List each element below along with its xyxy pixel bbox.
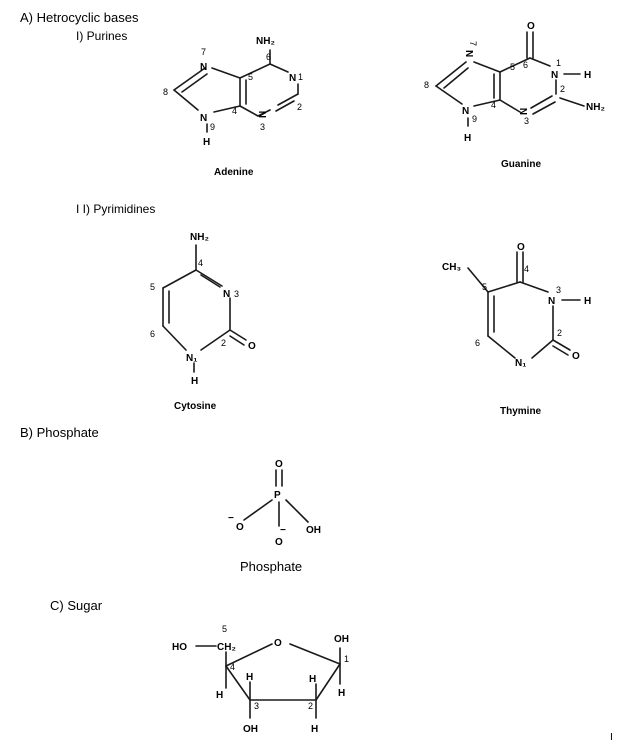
thymine-label-4: 4 (524, 264, 529, 274)
thymine-caption: Thymine (500, 406, 542, 417)
phosphate-oh: OH (306, 525, 321, 536)
guanine-label-9: 9 (472, 114, 477, 124)
phosphate-structure: O P − O − O OH Phosphate (228, 459, 321, 574)
sugar-bonds (195, 643, 341, 719)
cytosine-n3: N (223, 289, 230, 300)
adenine-n1: N (289, 73, 296, 84)
section-sugar: C) Sugar (50, 598, 103, 613)
sugar-h-c1: H (338, 688, 345, 699)
thymine-n1: N₁ (515, 358, 526, 369)
adenine-label-7: 7 (201, 47, 206, 57)
thymine-n3: N (548, 296, 555, 307)
adenine-h9: H (203, 137, 210, 148)
phosphate-caption: Phosphate (240, 559, 302, 574)
thymine-bonds (467, 251, 581, 359)
guanine-label-1: 1 (556, 58, 561, 68)
adenine-structure: NH₂ 6 5 N 1 2 N 3 4 7 N 8 N 9 H Adenine (163, 36, 303, 178)
thymine-h3: H (584, 296, 591, 307)
sugar-ho: HO (172, 642, 187, 653)
phosphate-minus-bottom: − (280, 525, 286, 536)
adenine-n3: N (258, 111, 269, 118)
cytosine-label-6: 6 (150, 329, 155, 339)
sugar-h-c2-bottom: H (311, 724, 318, 735)
sugar-oh-c3: OH (243, 724, 258, 735)
adenine-n9: N (200, 113, 207, 124)
cytosine-bonds (162, 244, 247, 373)
phosphate-bonds (243, 469, 309, 527)
section-phosphate: B) Phosphate (20, 425, 99, 440)
guanine-label-5: 5 (510, 62, 515, 72)
sugar-label-1: 1 (344, 654, 349, 664)
phosphate-o-bottom: O (275, 537, 283, 548)
cytosine-label-2: 2 (221, 338, 226, 348)
adenine-label-4: 4 (232, 106, 237, 116)
cytosine-caption: Cytosine (174, 401, 217, 412)
sugar-ch2: CH₂ (217, 642, 236, 653)
guanine-o6: O (527, 21, 535, 32)
guanine-bonds (435, 31, 585, 127)
guanine-label-3: 3 (524, 116, 529, 126)
adenine-label-2: 2 (297, 102, 302, 112)
phosphate-minus-left: − (228, 513, 234, 524)
adenine-label-1: 1 (298, 72, 303, 82)
sugar-label-3: 3 (254, 701, 259, 711)
adenine-caption: Adenine (214, 167, 254, 178)
subsection-purines: I) Purines (76, 29, 127, 43)
guanine-label-7: 7 (468, 41, 478, 46)
guanine-n9: N (462, 106, 469, 117)
guanine-nh2: NH₂ (586, 102, 605, 113)
cytosine-h1: H (191, 376, 198, 387)
sugar-label-5: 5 (222, 624, 227, 634)
adenine-label-5: 5 (248, 72, 253, 82)
guanine-label-4: 4 (491, 100, 496, 110)
sugar-label-2: 2 (308, 701, 313, 711)
adenine-label-3: 3 (260, 122, 265, 132)
guanine-label-6: 6 (523, 60, 528, 70)
sugar-h-c4: H (216, 690, 223, 701)
thymine-label-2: 2 (557, 328, 562, 338)
cytosine-label-4: 4 (198, 258, 203, 268)
adenine-label-8: 8 (163, 87, 168, 97)
cytosine-o2: O (248, 341, 256, 352)
adenine-bonds (173, 49, 299, 133)
subsection-pyrimidines: I I) Pyrimidines (76, 202, 155, 216)
sugar-label-4: 4 (230, 662, 235, 672)
sugar-structure: 5 HO CH₂ O OH 1 4 H H H H 3 2 OH H (172, 624, 349, 735)
sugar-ring-o: O (274, 638, 282, 649)
adenine-nh2: NH₂ (256, 36, 275, 47)
thymine-ch3: CH₃ (442, 262, 461, 273)
guanine-label-2: 2 (560, 84, 565, 94)
sugar-h-c2-top: H (309, 674, 316, 685)
thymine-o2: O (572, 351, 580, 362)
thymine-structure: O CH₃ 4 5 3 N H 6 2 O N₁ Thymine (442, 242, 591, 417)
section-heterocyclic-bases: A) Hetrocyclic bases (20, 10, 139, 25)
thymine-label-3: 3 (556, 285, 561, 295)
sugar-h-c3-top: H (246, 672, 253, 683)
cytosine-n1: N₁ (186, 353, 197, 364)
guanine-label-8: 8 (424, 80, 429, 90)
thymine-label-6: 6 (475, 338, 480, 348)
cytosine-label-3: 3 (234, 289, 239, 299)
phosphate-p: P (274, 490, 281, 501)
cytosine-structure: NH₂ 4 5 N 3 6 2 O N₁ H Cytosine (150, 232, 256, 412)
adenine-label-9: 9 (210, 122, 215, 132)
guanine-n3: N (519, 108, 530, 115)
phosphate-o-double: O (275, 459, 283, 470)
phosphate-o-left: O (236, 522, 244, 533)
guanine-n7: N (463, 50, 474, 57)
thymine-label-5: 5 (482, 282, 487, 292)
sugar-oh-c1: OH (334, 634, 349, 645)
guanine-structure: O 6 5 1 N H 2 NH₂ N 3 4 N 7 8 N 9 H Guan… (424, 21, 605, 170)
adenine-label-6: 6 (266, 52, 271, 62)
cytosine-nh2: NH₂ (190, 232, 209, 243)
cytosine-label-5: 5 (150, 282, 155, 292)
adenine-n7: N (200, 62, 207, 73)
guanine-n1: N (551, 70, 558, 81)
thymine-o4: O (517, 242, 525, 253)
guanine-h9: H (464, 133, 471, 144)
guanine-h1: H (584, 70, 591, 81)
guanine-caption: Guanine (501, 159, 541, 170)
corner-mark: I (610, 731, 613, 743)
